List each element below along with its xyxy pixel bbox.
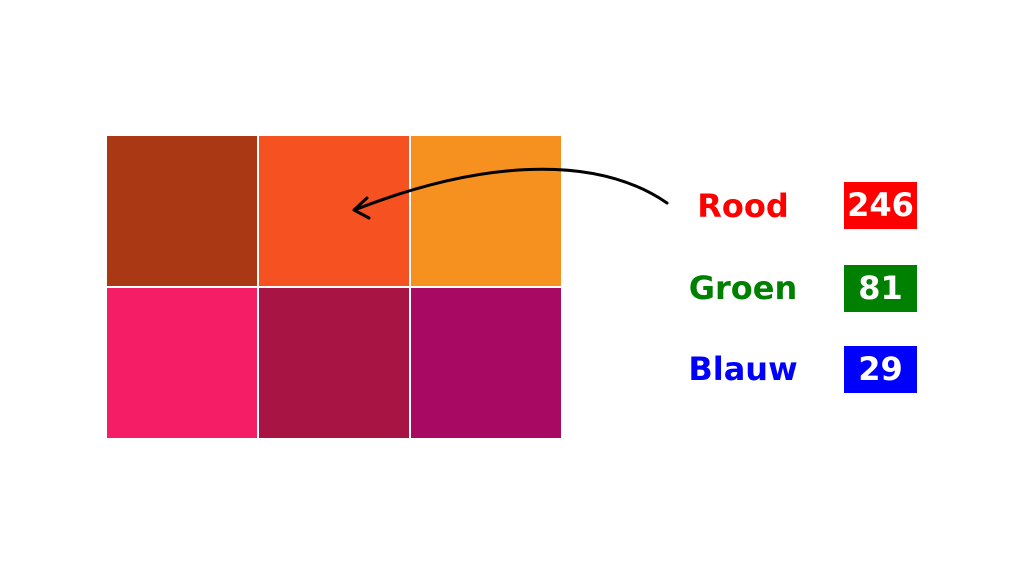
color-swatch-grid: [107, 136, 561, 439]
channel-value-groen: 81: [844, 265, 917, 312]
swatch-pink: [107, 288, 257, 438]
channel-value-rood: 246: [844, 182, 917, 229]
channel-value-blauw: 29: [844, 346, 917, 393]
channel-label-blauw: Blauw: [688, 350, 798, 388]
swatch-magenta: [411, 288, 561, 438]
swatch-dark-rust: [107, 136, 257, 286]
swatch-crimson: [259, 288, 409, 438]
swatch-orange: [411, 136, 561, 286]
channel-label-rood: Rood: [697, 187, 789, 225]
channel-label-groen: Groen: [688, 269, 798, 307]
swatch-orange-red: [259, 136, 409, 286]
